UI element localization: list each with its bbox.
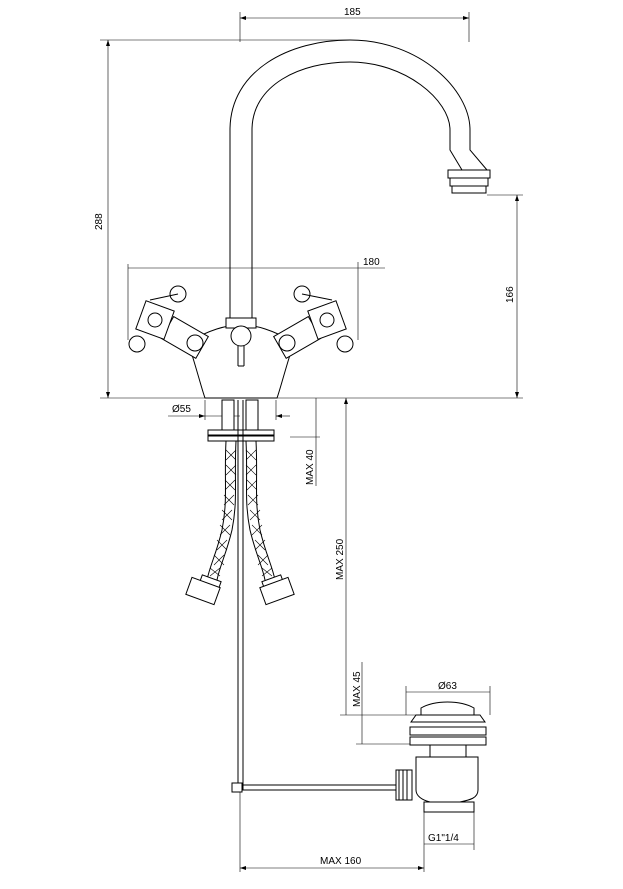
spout xyxy=(229,39,491,318)
left-cross-handle xyxy=(128,285,210,359)
dimension-lines xyxy=(100,12,523,872)
dim-height-total: 288 xyxy=(94,213,105,230)
dim-max-thickness: MAX 40 xyxy=(305,449,316,485)
faucet-body xyxy=(187,317,295,399)
dim-hole-diameter: Ø55 xyxy=(172,404,191,415)
mounting-assembly xyxy=(207,399,275,790)
right-cross-handle xyxy=(272,285,354,359)
popup-waste xyxy=(231,701,487,813)
dim-spread: 180 xyxy=(363,257,380,268)
dim-rod-max-length: MAX 160 xyxy=(320,856,362,867)
dim-spout-height: 166 xyxy=(505,286,516,303)
dim-waste-max-thickness: MAX 45 xyxy=(352,671,363,707)
dim-waste-diameter: Ø63 xyxy=(438,681,457,692)
dim-waste-thread: G1"1/4 xyxy=(428,833,459,844)
dim-width-total: 185 xyxy=(344,7,361,18)
flexible-hoses xyxy=(185,440,295,606)
dim-max-hose-length: MAX 250 xyxy=(335,538,346,580)
